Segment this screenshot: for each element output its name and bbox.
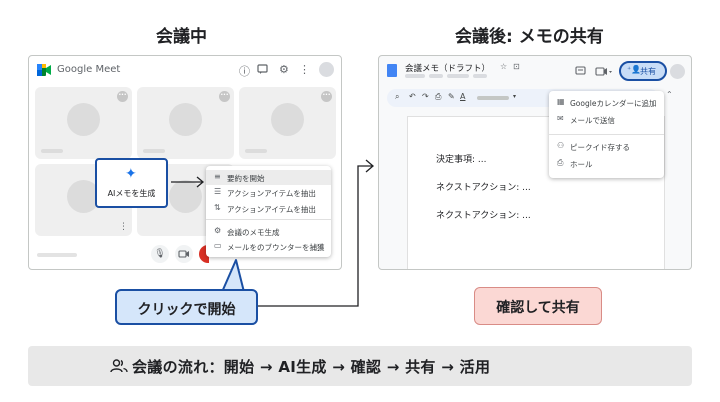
avatar[interactable] — [319, 62, 334, 77]
calendar-icon: ▦ — [557, 97, 565, 106]
share-menu-item-calendar[interactable]: ▦ Googleカレンダーに追加 — [557, 97, 657, 108]
participant-avatar — [67, 180, 100, 213]
participant-avatar — [169, 180, 202, 213]
click-start-callout: クリックで開始 — [115, 289, 258, 325]
participant-tile: ··· — [137, 87, 234, 159]
undo-icon[interactable]: ↶ — [409, 92, 416, 101]
mic-icon[interactable]: 🎙 — [151, 245, 169, 263]
list-icon: ☰ — [214, 187, 222, 196]
avatar[interactable] — [670, 64, 685, 79]
share-menu: ▦ Googleカレンダーに追加 ✉ メールで送信 ⚇ ピークイド存する ⎙ ホ… — [549, 91, 664, 178]
participant-tile: ··· — [35, 87, 132, 159]
menu-divider — [206, 219, 331, 220]
end-call-button[interactable] — [199, 245, 209, 263]
share-menu-item-print[interactable]: ⎙ ホール — [557, 158, 593, 169]
person-add-icon: ⚇ — [557, 141, 565, 150]
participant-tile: ··· — [239, 87, 336, 159]
meet-app-name: Google Meet — [57, 64, 121, 75]
extract-icon: ⇅ — [214, 203, 221, 212]
share-menu-item-people[interactable]: ⚇ ピークイド存する — [557, 141, 630, 152]
print-icon[interactable]: ⎙ — [435, 92, 442, 101]
search-icon[interactable]: ⌕ — [395, 92, 400, 101]
confirm-share-callout: 確認して共有 — [474, 287, 602, 325]
participant-avatar — [271, 103, 304, 136]
right-section-title: 会議後: メモの共有 — [455, 27, 604, 47]
info-icon[interactable]: ⓘ — [239, 65, 250, 78]
sparkle-icon: ✦ — [125, 166, 137, 182]
participant-avatar — [67, 103, 100, 136]
people-icon — [110, 359, 128, 373]
comment-icon[interactable] — [575, 66, 586, 77]
menu-placeholder — [447, 74, 469, 78]
more-icon[interactable]: ··· — [117, 91, 128, 102]
print-icon: ⎙ — [557, 158, 564, 167]
flow-text: 会議の流れ：開始 → AI生成 → 確認 → 共有 → 活用 — [132, 358, 491, 376]
docs-logo-icon — [387, 64, 397, 77]
menu-item-meeting-notes[interactable]: ⚙ 会議のメモ生成 — [214, 226, 280, 237]
meeting-info-bar — [37, 253, 77, 257]
more-icon[interactable]: ··· — [219, 91, 230, 102]
menu-item-extract-actions[interactable]: ☰ アクションアイテムを抽出 — [214, 187, 316, 198]
menu-item-extract-actions-2[interactable]: ⇅ アクションアイテムを抽出 — [214, 203, 316, 214]
menu-placeholder — [405, 74, 425, 78]
ai-options-menu: ≡ 要約を開始 ☰ アクションアイテムを抽出 ⇅ アクションアイテムを抽出 ⚙ … — [206, 166, 331, 257]
chat-icon[interactable] — [257, 64, 268, 75]
arrow-icon — [171, 176, 205, 188]
settings-icon[interactable]: ⚙ — [279, 63, 289, 76]
settings-icon: ⚙ — [214, 226, 222, 235]
doc-title[interactable]: 会議メモ（ドラフト） — [405, 64, 491, 74]
doc-line-next-action-2: ネクストアクション: ... — [436, 211, 531, 221]
more-vert-icon[interactable]: ⋮ — [299, 63, 310, 76]
meet-window: Google Meet ⓘ ⚙ ⋮ ··· ··· ··· ⋮ 🎙 ✦ — [28, 55, 342, 270]
video-call-icon[interactable] — [595, 66, 613, 77]
ai-memo-label: AIメモを生成 — [107, 189, 156, 198]
callout-pointer — [221, 259, 245, 292]
menu-item-capture[interactable]: ▭ メールをのブウンターを捕獲 — [214, 241, 325, 252]
paint-icon[interactable]: ✎ — [448, 92, 455, 101]
font-select[interactable] — [477, 96, 509, 100]
chevron-down-icon[interactable]: ▾ — [513, 93, 517, 100]
redo-icon[interactable]: ↷ — [422, 92, 429, 101]
menu-divider — [549, 134, 664, 135]
participant-name-bar — [41, 149, 63, 153]
ai-memo-button[interactable]: ✦ AIメモを生成 — [95, 158, 168, 208]
chevron-up-icon[interactable]: ⌃ — [666, 90, 673, 99]
participant-name-bar — [245, 149, 267, 153]
more-icon[interactable]: ··· — [321, 91, 332, 102]
mail-icon: ✉ — [557, 114, 564, 123]
folder-icon[interactable]: ⊡ — [513, 62, 520, 71]
meet-logo-icon — [37, 64, 51, 76]
person-add-icon: ⁺👤 — [627, 65, 642, 74]
share-button[interactable]: ⁺👤 共有 — [619, 61, 667, 81]
comment-icon: ▭ — [214, 241, 222, 250]
menu-item-start-summary[interactable]: ≡ 要約を開始 — [206, 170, 331, 185]
doc-line-decisions: 決定事項: ... — [436, 155, 487, 165]
participant-avatar — [169, 103, 202, 136]
doc-line-next-action: ネクストアクション: ... — [436, 183, 531, 193]
left-section-title: 会議中 — [156, 27, 207, 47]
connector-arrow-icon — [258, 159, 374, 307]
participant-name-bar — [143, 149, 165, 153]
notes-icon: ≡ — [214, 172, 221, 181]
star-icon[interactable]: ☆ — [500, 62, 508, 71]
text-color-icon[interactable]: A — [460, 92, 466, 101]
menu-placeholder — [429, 74, 443, 78]
share-menu-item-email[interactable]: ✉ メールで送信 — [557, 114, 615, 125]
menu-placeholder — [473, 74, 487, 78]
docs-window: 会議メモ（ドラフト） ☆ ⊡ ⁺👤 共有 ⌕ ↶ ↷ ⎙ ✎ A ▾ ⌃ 決定事… — [378, 55, 692, 270]
meeting-flow-bar: 会議の流れ：開始 → AI生成 → 確認 → 共有 → 活用 — [28, 346, 692, 386]
camera-icon[interactable] — [175, 245, 193, 263]
more-vert-icon[interactable]: ⋮ — [119, 222, 128, 232]
